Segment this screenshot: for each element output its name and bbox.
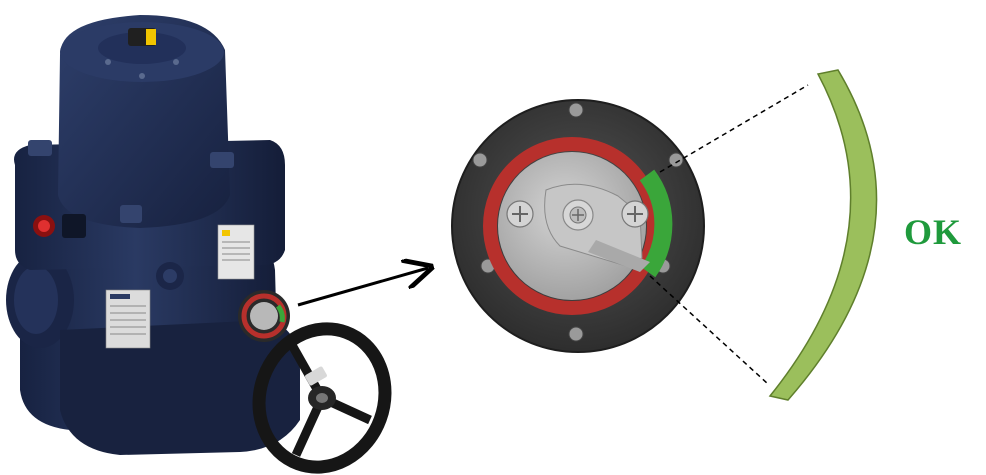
arrow-right-icon — [297, 268, 428, 307]
ok-status-label: OK — [904, 212, 963, 252]
ok-range-arc — [768, 69, 878, 401]
electric-valve-actuator-illustration — [6, 15, 300, 455]
handwheel-icon — [252, 322, 392, 474]
position-indicator-dial-icon — [451, 99, 705, 353]
zoom-guide-lines — [649, 84, 809, 385]
